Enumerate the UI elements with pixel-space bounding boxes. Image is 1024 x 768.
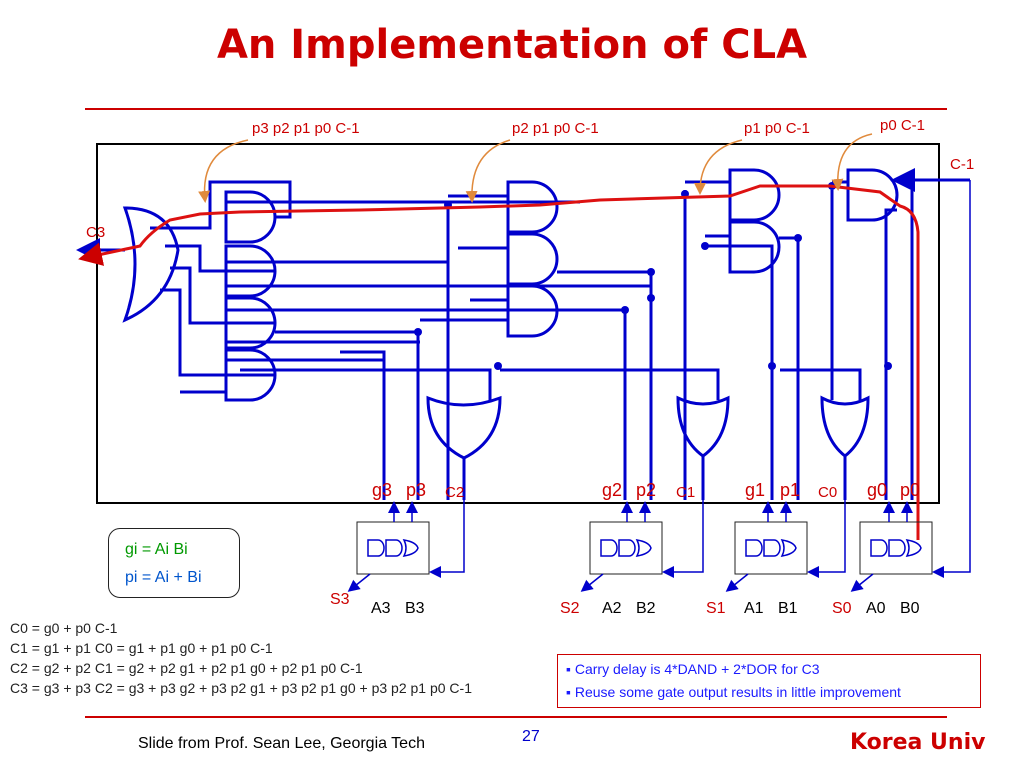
and-gate [506, 232, 559, 286]
a1-label: A1 [744, 600, 764, 617]
definitions-box: gi = Ai Bi pi = Ai + Bi [108, 528, 240, 598]
cla-box [96, 143, 940, 504]
and-gate [224, 190, 277, 244]
b1-label: B1 [778, 600, 798, 617]
term-p1p0c: p1 p0 C-1 [744, 120, 810, 137]
footer-divider [85, 716, 947, 718]
b0-label: B0 [900, 600, 920, 617]
c3-or-gate [122, 206, 180, 323]
notes-box: ▪ Carry delay is 4*DAND + 2*DOR for C3 ▪… [557, 654, 981, 708]
and-gate [506, 180, 559, 234]
b2-label: B2 [636, 600, 656, 617]
and-gate [224, 244, 277, 298]
brand-label: Korea Univ [850, 730, 986, 755]
g0-label: g0 [867, 480, 888, 500]
full-adder-1 [734, 521, 808, 575]
term-p2p1p0c: p2 p1 p0 C-1 [512, 120, 599, 137]
s2-label: S2 [560, 600, 580, 617]
s3-label: S3 [330, 591, 350, 608]
b3-label: B3 [405, 600, 425, 617]
page-title: An Implementation of CLA [216, 22, 808, 68]
p3-label: p3 [406, 480, 427, 500]
p0-label: p0 [900, 480, 921, 500]
equation-c1: C1 = g1 + p1 C0 = g1 + p1 g0 + p1 p0 C-1 [10, 640, 273, 656]
term-p3p2p1p0c: p3 p2 p1 p0 C-1 [252, 120, 360, 137]
page-number: 27 [522, 728, 540, 745]
full-adder-0 [859, 521, 933, 575]
c0-label: C0 [818, 484, 838, 501]
a3-label: A3 [371, 600, 391, 617]
a2-label: A2 [602, 600, 622, 617]
and-gate [224, 348, 277, 402]
p2-label: p2 [636, 480, 657, 500]
carry-out-label: C3 [86, 224, 106, 241]
a0-label: A0 [866, 600, 886, 617]
equation-c0: C0 = g0 + p0 C-1 [10, 620, 118, 636]
title-divider [85, 108, 947, 110]
c1-label: C1 [676, 484, 696, 501]
and-gate [846, 168, 899, 222]
p1-label: p1 [780, 480, 801, 500]
note-reuse: ▪ Reuse some gate output results in litt… [566, 684, 901, 700]
g2-label: g2 [602, 480, 623, 500]
c2-or-gate [426, 395, 502, 460]
equation-c2: C2 = g2 + p2 C1 = g2 + p2 g1 + p2 p1 g0 … [10, 660, 363, 676]
s1-label: S1 [706, 600, 726, 617]
full-adder-3 [356, 521, 430, 575]
carry-in-label: C-1 [950, 156, 975, 173]
critical-path [78, 184, 920, 540]
g3-label: g3 [372, 480, 393, 500]
s0-label: S0 [832, 600, 852, 617]
footer-credit: Slide from Prof. Sean Lee, Georgia Tech [138, 735, 425, 752]
and-gate [728, 168, 781, 222]
term-p0c: p0 C-1 [880, 117, 926, 134]
g-definition: gi = Ai Bi [125, 541, 188, 558]
and-gate [224, 296, 277, 350]
equation-c3: C3 = g3 + p3 C2 = g3 + p3 g2 + p3 p2 g1 … [10, 680, 472, 696]
and-gate [728, 220, 781, 274]
c0-or-gate [820, 395, 870, 458]
note-carry-delay: ▪ Carry delay is 4*DAND + 2*DOR for C3 [566, 661, 820, 677]
g1-label: g1 [745, 480, 766, 500]
full-adder-2 [589, 521, 663, 575]
c2-label: C2 [445, 484, 465, 501]
p-definition: pi = Ai + Bi [125, 569, 202, 586]
